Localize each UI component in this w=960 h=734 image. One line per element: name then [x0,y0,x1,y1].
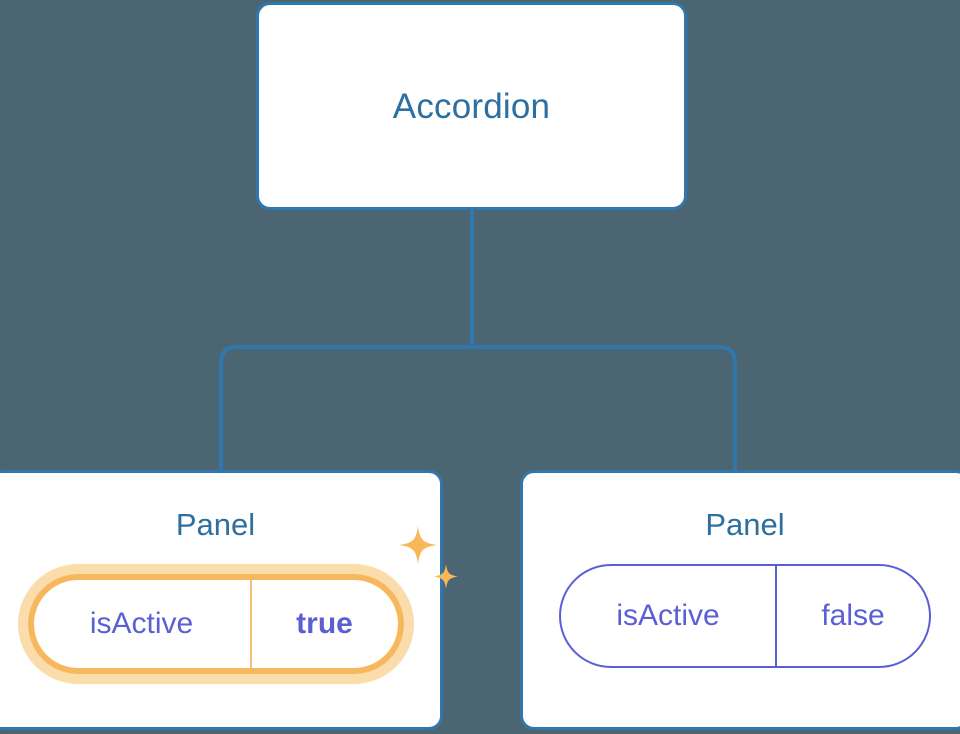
connector-branch-left [219,345,472,472]
prop-pill-left-value: true [296,607,353,640]
node-accordion[interactable]: Accordion [256,2,687,210]
prop-pill-left-glow [17,564,414,684]
sparkle-icon [398,526,437,564]
connector-branch-right [472,345,737,472]
sparkle-small-icon [433,564,458,589]
prop-pill-left-highlight: isActive true [17,564,414,684]
prop-pill-left[interactable]: isActive true [27,574,404,674]
node-panel-right-title: Panel [705,507,785,542]
node-panel-left-title: Panel [175,507,256,542]
prop-pill-right[interactable]: isActive false [559,564,931,668]
node-panel-right[interactable]: Panel isActive false [520,470,960,730]
node-accordion-title: Accordion [392,86,551,126]
prop-pill-left-key: isActive [34,580,252,668]
prop-pill-right-value: false [821,599,885,632]
node-panel-left[interactable]: Panel isActive true [0,470,458,730]
prop-pill-right-wrap: isActive false [559,564,931,668]
prop-pill-right-key: isActive [561,566,777,666]
prop-pill-left-wrap: isActive true [17,526,458,684]
